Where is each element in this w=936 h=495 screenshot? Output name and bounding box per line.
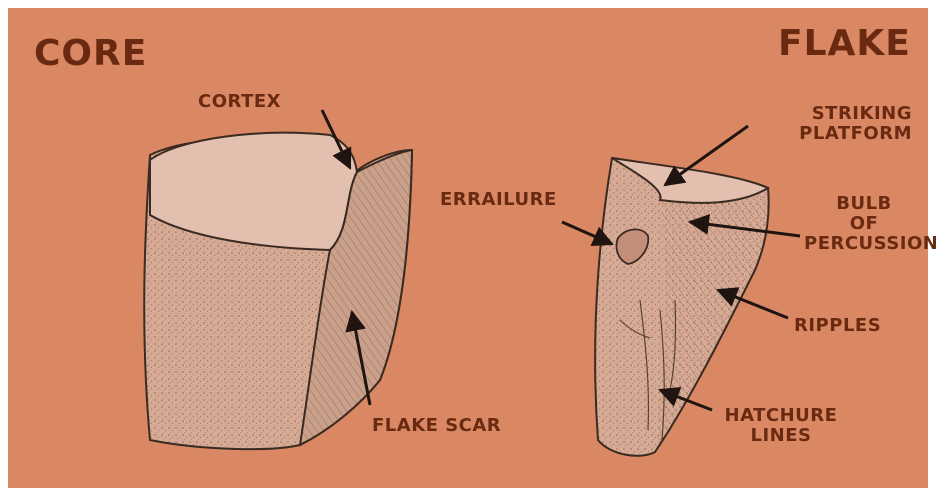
core-title: CORE bbox=[34, 34, 147, 74]
label-cortex: CORTEX bbox=[198, 92, 281, 112]
label-bulb-line-3: PERCUSSION bbox=[804, 234, 924, 254]
label-errailure: ERRAILURE bbox=[440, 190, 557, 210]
label-striking-platform: STRIKING PLATFORM bbox=[762, 104, 912, 144]
label-striking-platform-line-2: PLATFORM bbox=[762, 124, 912, 144]
label-striking-platform-line-1: STRIKING bbox=[762, 104, 912, 124]
label-flake-scar: FLAKE SCAR bbox=[372, 416, 501, 436]
label-hatchure-lines: HATCHURE LINES bbox=[706, 406, 856, 446]
label-bulb-of-percussion: BULB OF PERCUSSION bbox=[804, 194, 924, 253]
label-bulb-line-2: OF bbox=[804, 214, 924, 234]
label-hatchure-line-2: LINES bbox=[706, 426, 856, 446]
label-ripples: RIPPLES bbox=[794, 316, 881, 336]
core-stone bbox=[144, 133, 412, 449]
flake-title: FLAKE bbox=[778, 24, 911, 64]
label-hatchure-line-1: HATCHURE bbox=[706, 406, 856, 426]
label-bulb-line-1: BULB bbox=[804, 194, 924, 214]
